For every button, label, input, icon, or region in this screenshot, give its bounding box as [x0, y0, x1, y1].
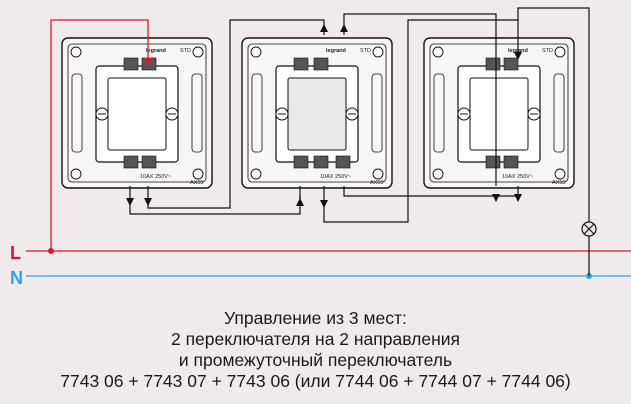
rating-label: 10AX 250V~	[320, 174, 351, 180]
rating-label: 10AX 250V~	[140, 174, 171, 180]
brand-logo: legrand	[326, 48, 346, 54]
std-label: STD	[180, 48, 191, 54]
std-label: STD	[542, 48, 553, 54]
phase-feed-wire	[50, 19, 149, 251]
std-label: STD	[360, 48, 371, 54]
neutral-line: N	[10, 268, 631, 288]
intermediate-switch: legrand STD 10AX 250V~ AX55	[241, 37, 393, 189]
code-label: AX55	[370, 180, 383, 186]
lamp-icon	[581, 221, 597, 237]
caption-part-numbers: 7743 06 + 7743 07 + 7743 06 (или 7744 06…	[60, 371, 571, 391]
phase-label: L	[10, 243, 21, 263]
wire-arrows	[126, 24, 522, 208]
code-label: AX55	[552, 180, 565, 186]
code-label: AX55	[190, 180, 203, 186]
caption-line-intermediate: и промежуточный переключатель	[178, 350, 453, 370]
caption-line-switches: 2 переключателя на 2 направления	[170, 329, 460, 349]
caption: Управление из 3 мест: 2 переключателя на…	[0, 308, 631, 392]
caption-title: Управление из 3 мест:	[224, 308, 407, 328]
brand-logo: legrand	[146, 48, 166, 54]
rating-label: 10AX 250V~	[502, 174, 533, 180]
phase-line: L	[10, 243, 631, 263]
neutral-label: N	[10, 268, 23, 288]
two-way-switch-left: legrand STD 10AX 250V~ AX55	[61, 37, 213, 189]
